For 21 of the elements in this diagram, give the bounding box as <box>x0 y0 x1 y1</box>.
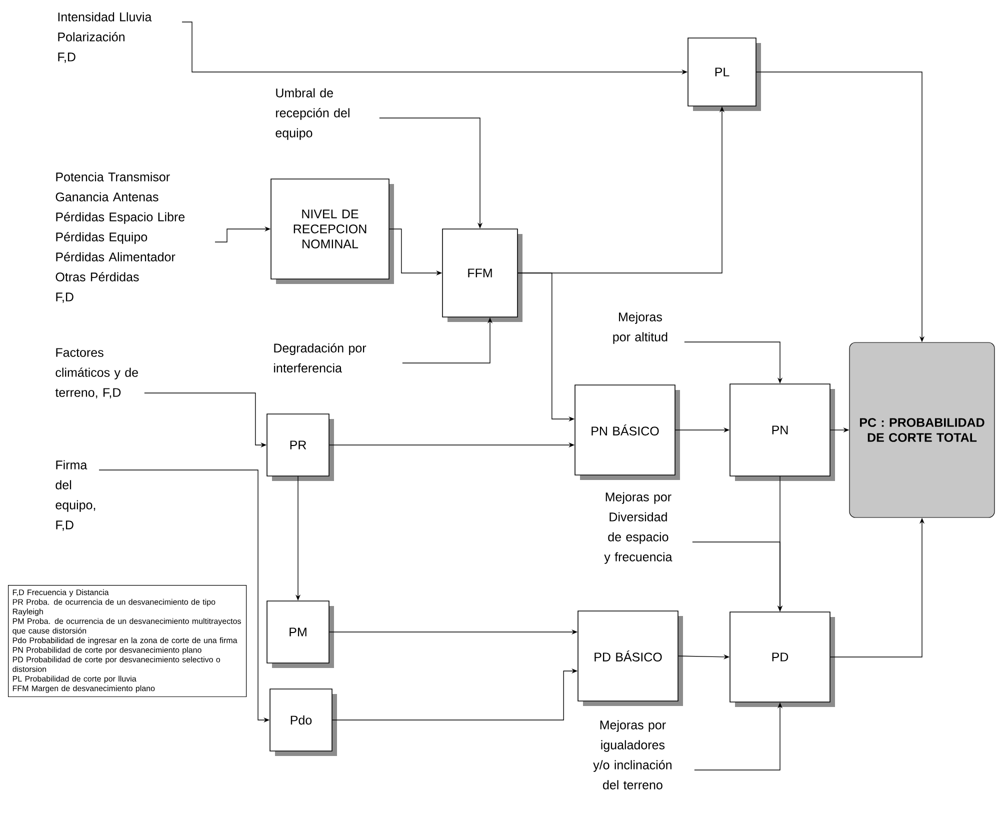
process-box: Pdo <box>270 688 337 756</box>
process-box: FFM <box>442 228 522 322</box>
process-box: PR <box>266 414 334 481</box>
input-label: Degradación por interferencia <box>274 343 366 373</box>
process-box: PM <box>266 600 334 668</box>
process-box: NIVEL DE RECEPCION NOMINAL <box>270 178 394 284</box>
input-label: Factores climáticos y de terreno, F,D <box>55 348 138 398</box>
legend-box: F,D Frecuencia y Distancia PR Proba. de ocurrencia de un desvanecimiento de tipo Rayleigh PM Proba. de ocurrencia de un desvanecimiento multitrayectos que cause distorsión Pdo Probabilidad de ingresar en la zona de corte de una firma PN Probabilidad de corte por desvanecimiento plano PD Probabilidad de corte por desvanecimiento selectivo o distorsion PL Probabilidad de corte por lluvia FFM Margen de desvanecimiento plano <box>8 585 247 698</box>
process-box: PD <box>730 612 835 707</box>
input-label: Mejoras por igualadores y/o inclinación del terreno <box>593 720 672 790</box>
result-box: PC : PROBABILIDAD DE CORTE TOTAL <box>849 342 995 518</box>
input-label: Potencia Transmisor Ganancia Antenas Pérdidas Espacio Libre Pérdidas Equipo Pérdidas Alimentador Otras Pérdidas F,D <box>56 172 185 303</box>
input-label: Intensidad Lluvia Polarización F,D <box>58 12 152 63</box>
process-box: PN <box>730 384 835 481</box>
process-box: PN BÁSICO <box>574 384 680 480</box>
input-label: Mejoras por altitud <box>613 312 668 344</box>
input-label: Firma del equipo, F,D <box>56 460 96 531</box>
input-label: Umbral de recepción del equipo <box>276 88 350 140</box>
process-box: PD BÁSICO <box>578 610 683 706</box>
process-box: PL <box>688 38 761 111</box>
input-label: Mejoras por Diversidad de espacio y frecuencia <box>604 492 672 564</box>
